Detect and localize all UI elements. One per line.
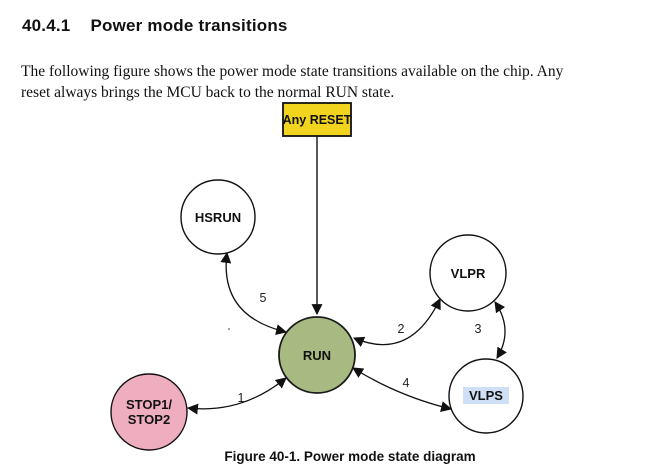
transition-arrow-3	[494, 301, 507, 359]
figure-caption: Figure 40-1. Power mode state diagram	[224, 449, 476, 464]
section-title: Power mode transitions	[90, 16, 288, 35]
transition-label-3: 3	[475, 322, 482, 336]
any-reset-rect	[282, 102, 352, 137]
hsrun-label: HSRUN	[195, 210, 241, 225]
any-reset-box: Any RESET	[282, 102, 352, 137]
body-line-1: The following figure shows the power mod…	[21, 62, 564, 80]
hsrun-circle	[180, 179, 256, 255]
stop-circle	[110, 373, 188, 451]
state-node-stop: STOP1/ STOP2	[110, 373, 188, 451]
transition-label-1: 1	[238, 391, 245, 405]
body-paragraph: The following figure shows the power mod…	[21, 61, 627, 103]
run-label: RUN	[303, 348, 331, 363]
body-line-2: reset always brings the MCU back to the …	[21, 83, 395, 101]
scan-artifact-dot	[227, 327, 231, 331]
transition-arrow-1	[186, 377, 287, 415]
section-number: 40.4.1	[22, 16, 71, 35]
any-reset-label: Any RESET	[283, 113, 352, 127]
transition-arrow-5	[220, 251, 288, 336]
transition-label-4: 4	[403, 376, 410, 390]
vlps-label: VLPS	[469, 388, 503, 403]
section-heading: 40.4.1 Power mode transitions	[22, 16, 288, 36]
stop-label-line1: STOP1/	[126, 397, 172, 412]
state-node-vlps: VLPS	[448, 358, 524, 434]
stop-label-line2: STOP2	[128, 412, 170, 427]
vlpr-label: VLPR	[451, 266, 486, 281]
vlps-search-highlight	[463, 387, 509, 404]
state-node-run: RUN	[278, 316, 356, 394]
transition-label-2: 2	[398, 322, 405, 336]
state-node-hsrun: HSRUN	[180, 179, 256, 255]
run-circle	[278, 316, 356, 394]
vlpr-circle	[429, 234, 507, 312]
transition-arrow-2	[352, 298, 441, 347]
transition-arrow-4	[352, 367, 453, 412]
state-node-vlpr: VLPR	[429, 234, 507, 312]
transition-label-5: 5	[260, 291, 267, 305]
